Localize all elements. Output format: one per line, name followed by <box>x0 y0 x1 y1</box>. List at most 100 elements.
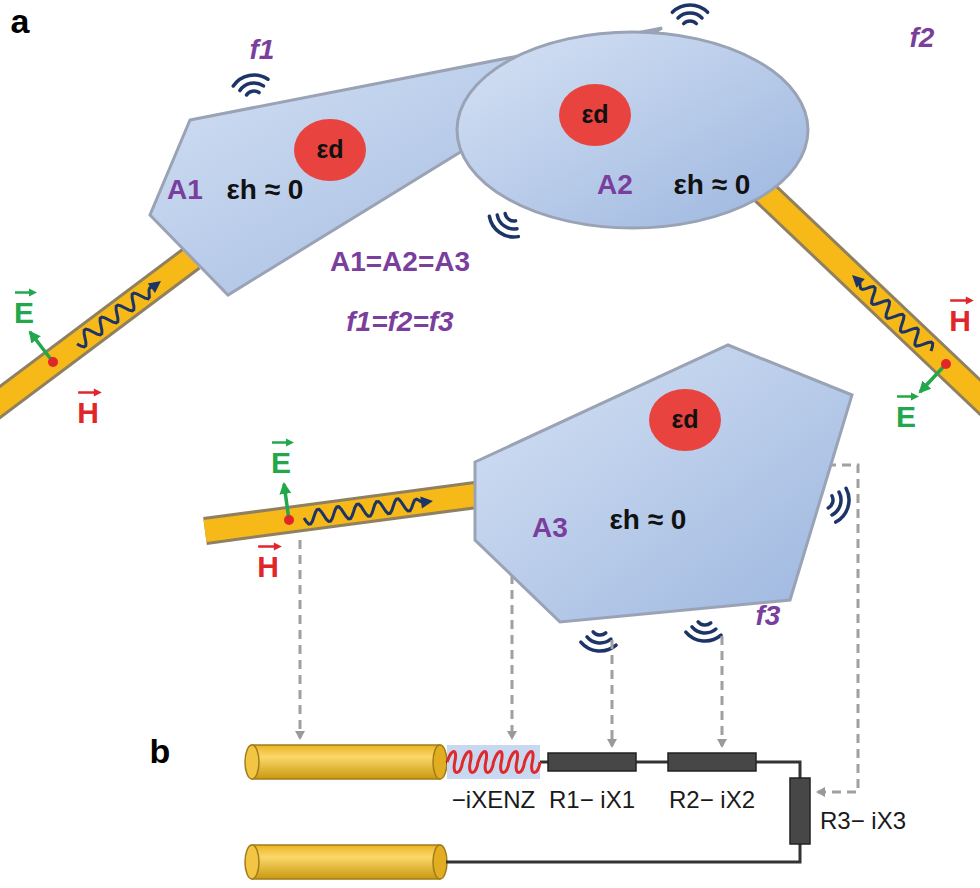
wave-head <box>148 281 161 293</box>
area-label: A2 <box>597 170 633 201</box>
permittivity-label: εh ≈ 0 <box>227 175 304 206</box>
resistor-symbol: R2− iX2 <box>668 753 756 771</box>
radiation-arc <box>678 13 702 18</box>
dielectric-rod: εd <box>294 119 366 181</box>
waveguide <box>205 495 476 531</box>
radiation-arc <box>698 622 711 625</box>
e-field-arrow <box>30 332 53 362</box>
radiation-arc <box>672 5 707 12</box>
field-label: H <box>77 396 99 429</box>
vector-head <box>286 439 294 447</box>
radiation-arc <box>505 214 515 221</box>
h-field-dot <box>941 359 951 369</box>
vector-head <box>966 297 974 305</box>
coax-end <box>433 845 447 879</box>
vector-head <box>94 389 102 397</box>
enz-pentagon: A3 εh ≈ 0 εd <box>470 340 860 630</box>
node-shape <box>790 778 810 844</box>
coax-end <box>245 845 259 879</box>
dielectric-rod: εd <box>649 389 721 451</box>
enz-ellipse: A2εh ≈ 0εd <box>455 30 810 230</box>
frequency-label: f2 <box>910 23 935 54</box>
panel-label: a <box>11 3 30 40</box>
resistor-symbol: R1− iX1 <box>548 753 636 771</box>
field-label: H <box>949 304 971 337</box>
resistor-body <box>790 778 810 844</box>
leader-line <box>299 540 302 738</box>
node-shape <box>548 753 636 771</box>
waveguide <box>0 258 192 417</box>
node-shape <box>447 745 540 779</box>
radiation-arc <box>233 75 268 86</box>
field-label: E <box>271 446 291 479</box>
enz-outline <box>475 345 852 622</box>
wave-line <box>859 282 933 351</box>
node-shape <box>668 753 756 771</box>
field-label: E <box>14 296 34 329</box>
radiation-arc <box>240 83 264 90</box>
radiation-arc <box>497 215 517 229</box>
wire <box>446 844 800 862</box>
vector-head <box>274 543 282 551</box>
coax-cables <box>245 745 447 879</box>
resistor-body <box>668 753 756 771</box>
impedance-label: R3− iX3 <box>820 808 906 834</box>
rod-outline <box>649 389 721 451</box>
wave-line <box>304 499 423 524</box>
radiation-arc <box>836 488 849 522</box>
permittivity-label: εd <box>316 136 343 164</box>
e-field-arrow <box>284 484 289 520</box>
permittivity-label: εh ≈ 0 <box>610 505 687 536</box>
impedance-label: −iXENZ <box>452 787 535 813</box>
vector-head <box>911 393 919 401</box>
radiation-arc <box>684 21 697 24</box>
h-field-dot <box>284 515 294 525</box>
waveguide <box>0 258 192 417</box>
wave-line <box>77 287 153 347</box>
area-label: A3 <box>532 513 568 544</box>
radiation-arc <box>692 627 716 633</box>
radiation-arc <box>593 632 606 635</box>
node-shape <box>455 30 810 230</box>
radiation-arc <box>832 492 841 515</box>
circuit-wire <box>636 761 668 764</box>
coil-ground <box>447 745 540 779</box>
coil-winding <box>447 752 540 773</box>
circuit-wire <box>756 762 800 778</box>
node-shape <box>470 340 860 630</box>
waveguide <box>205 495 476 531</box>
permittivity-label: εd <box>671 406 698 434</box>
radiation-arc <box>686 632 721 641</box>
field-label: H <box>257 550 279 583</box>
leader-line <box>611 640 614 746</box>
wave-head <box>852 275 865 288</box>
panel-label: b <box>150 733 171 770</box>
resistor-symbol: R3− iX3 <box>790 778 810 844</box>
wave-head <box>420 497 433 509</box>
frequency-label: f3 <box>756 601 781 632</box>
enz-reactance: −iXENZ <box>447 745 540 779</box>
radiation-arc <box>489 216 518 237</box>
resistor-body <box>548 753 636 771</box>
dielectric-rod: εd <box>559 84 631 146</box>
impedance-label: R1− iX1 <box>549 787 635 813</box>
area-label: A1 <box>167 175 203 206</box>
coax-cylinder <box>252 845 440 879</box>
radiation-arc <box>247 91 259 95</box>
enz-outline <box>457 32 808 228</box>
leader-line <box>721 636 724 746</box>
h-field-dot <box>48 357 58 367</box>
permittivity-label: εd <box>581 101 608 129</box>
rod-outline <box>294 119 366 181</box>
equation-label: A1=A2=A3 <box>330 247 470 278</box>
vector-head <box>29 289 37 297</box>
impedance-label: R2− iX2 <box>669 787 755 813</box>
field-label: E <box>896 400 916 433</box>
coax-end <box>245 745 259 779</box>
e-field-arrow <box>920 364 946 392</box>
equation-label: f1=f2=f3 <box>346 307 453 338</box>
coax-end <box>433 745 447 779</box>
rod-outline <box>559 84 631 146</box>
frequency-label: f1 <box>250 35 275 66</box>
